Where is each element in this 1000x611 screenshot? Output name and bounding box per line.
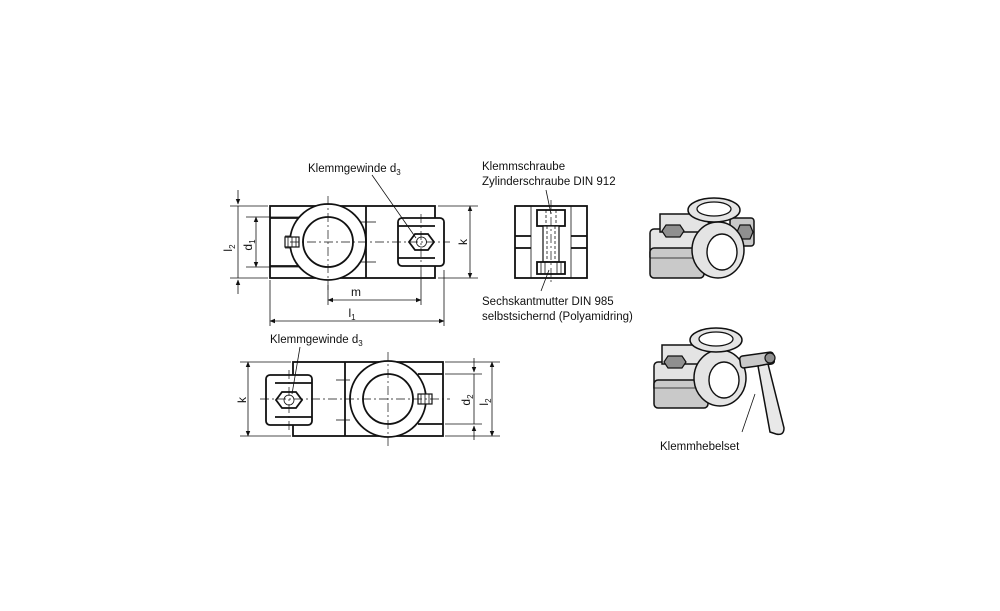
label-zylinderschraube: Zylinderschraube DIN 912 bbox=[482, 176, 616, 188]
label-klemmschraube: Klemmschraube bbox=[482, 161, 565, 173]
bottom-thread-leader bbox=[291, 346, 301, 395]
top-front-view bbox=[269, 174, 450, 290]
top-thread-leader bbox=[371, 174, 417, 239]
nut-leader bbox=[540, 269, 550, 292]
dim-m: m bbox=[351, 285, 361, 299]
label-selbstsichernd: selbstsichernd (Polyamidring) bbox=[482, 311, 633, 323]
dim-l1: l1 bbox=[348, 306, 356, 322]
bottom-front-view bbox=[260, 346, 450, 446]
lever-leader bbox=[741, 393, 756, 433]
screw-leader bbox=[545, 189, 552, 215]
section-view bbox=[514, 189, 588, 292]
dim-d2: d2 bbox=[459, 394, 475, 406]
label-sechskantmutter: Sechskantmutter DIN 985 bbox=[482, 296, 614, 308]
dim-k-top: k bbox=[456, 238, 470, 245]
dim-l2-top: l2 bbox=[221, 244, 237, 252]
dim-l2-bottom: l2 bbox=[477, 398, 493, 406]
label-klemmhebelset: Klemmhebelset bbox=[660, 441, 740, 453]
isometric-clamp-top bbox=[649, 197, 755, 279]
label-klemmgewinde-bottom: Klemmgewinde d3 bbox=[270, 334, 363, 348]
dim-k-bottom: k bbox=[235, 396, 249, 403]
top-dimensions bbox=[230, 190, 478, 326]
clamp-lever-handle bbox=[757, 363, 785, 436]
isometric-clamp-lever bbox=[653, 327, 785, 436]
dim-d1: d1 bbox=[241, 239, 257, 251]
bottom-dimensions bbox=[240, 358, 500, 440]
label-klemmgewinde-top: Klemmgewinde d3 bbox=[308, 163, 401, 177]
